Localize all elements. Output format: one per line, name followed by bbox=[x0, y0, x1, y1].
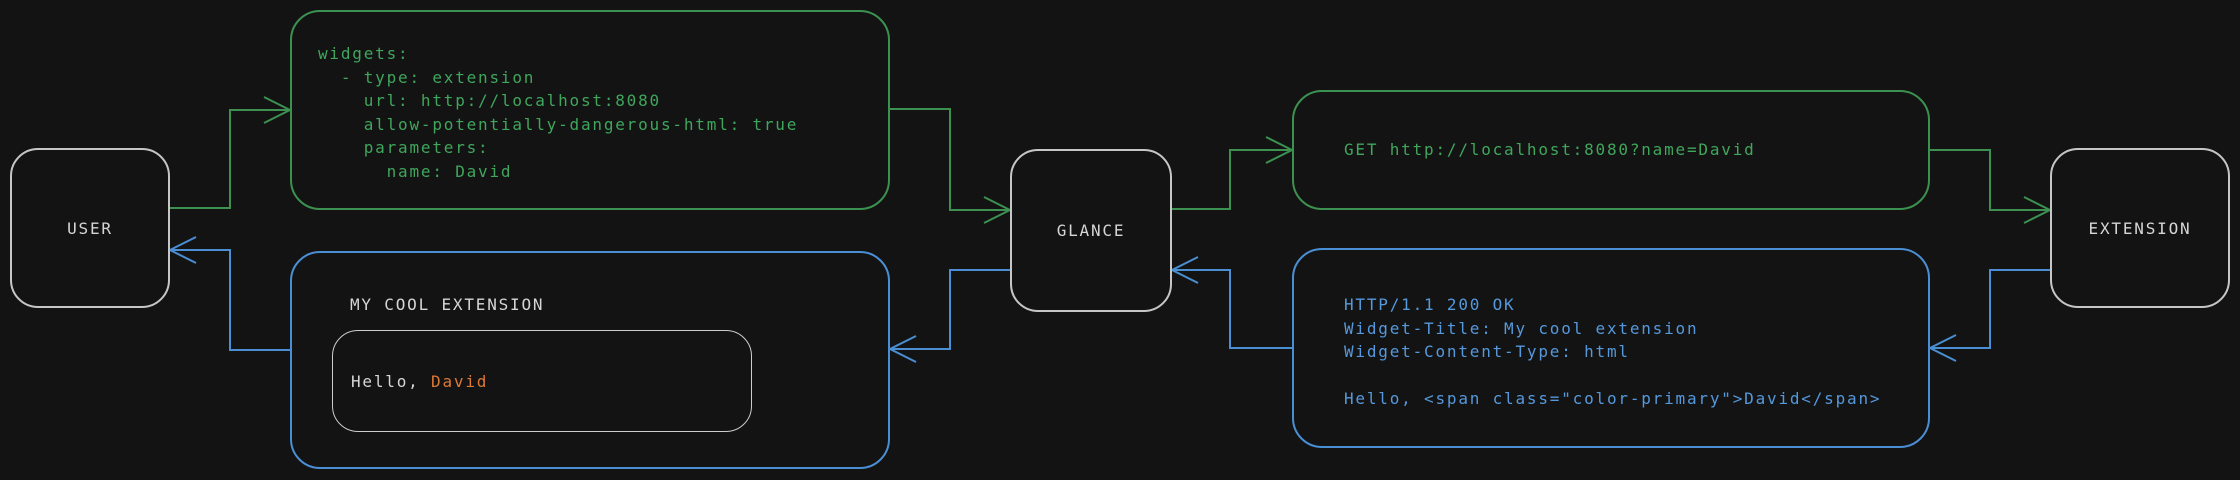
greeting-text: Hello, bbox=[351, 371, 432, 391]
user-node-label: USER bbox=[67, 218, 113, 238]
arrow-widget-to-user bbox=[167, 236, 290, 351]
extension-node-label: EXTENSION bbox=[2088, 218, 2192, 238]
config-yaml-line: widgets: bbox=[318, 44, 410, 63]
http-response-box: HTTP/1.1 200 OK Widget-Title: My cool ex… bbox=[1292, 248, 1930, 448]
http-response-line: Hello, <span class="color-primary">David… bbox=[1344, 389, 1882, 408]
arrow-extension-to-response bbox=[1927, 269, 2050, 362]
http-response-line: HTTP/1.1 200 OK bbox=[1344, 295, 1516, 314]
http-response-line: Widget-Title: My cool extension bbox=[1344, 318, 1699, 338]
config-yaml-line: parameters: bbox=[318, 138, 490, 157]
arrow-request-to-extension bbox=[1930, 149, 2053, 224]
config-yaml-line: url: http://localhost:8080 bbox=[318, 91, 661, 110]
http-response-line bbox=[1344, 364, 1928, 388]
widget-hello-card: Hello, David bbox=[332, 330, 752, 432]
extension-node: EXTENSION bbox=[2050, 148, 2230, 308]
http-response-line: Widget-Content-Type: html bbox=[1344, 342, 1630, 361]
http-request-line: GET http://localhost:8080?name=David bbox=[1344, 140, 1756, 160]
arrow-config-to-glance bbox=[890, 108, 1013, 224]
widget-title: MY COOL EXTENSION bbox=[350, 295, 545, 314]
config-yaml-line: - type: extension bbox=[318, 67, 536, 87]
user-node: USER bbox=[10, 148, 170, 308]
arrow-response-to-glance bbox=[1169, 256, 1292, 349]
config-yaml-box: widgets: - type: extension url: http://l… bbox=[290, 10, 890, 210]
config-yaml-line: allow-potentially-dangerous-html: true bbox=[318, 114, 799, 134]
http-request-box: GET http://localhost:8080?name=David bbox=[1292, 90, 1930, 210]
glance-node: GLANCE bbox=[1010, 149, 1172, 312]
widget-preview-box: MY COOL EXTENSION Hello, David bbox=[290, 251, 890, 469]
greeting-name-highlight: David bbox=[431, 371, 489, 391]
arrow-glance-to-request bbox=[1172, 136, 1295, 210]
glance-node-label: GLANCE bbox=[1056, 221, 1126, 240]
config-yaml-line: name: David bbox=[318, 161, 513, 181]
arrow-glance-to-widget bbox=[887, 269, 1010, 363]
arrow-user-to-config bbox=[170, 96, 293, 209]
